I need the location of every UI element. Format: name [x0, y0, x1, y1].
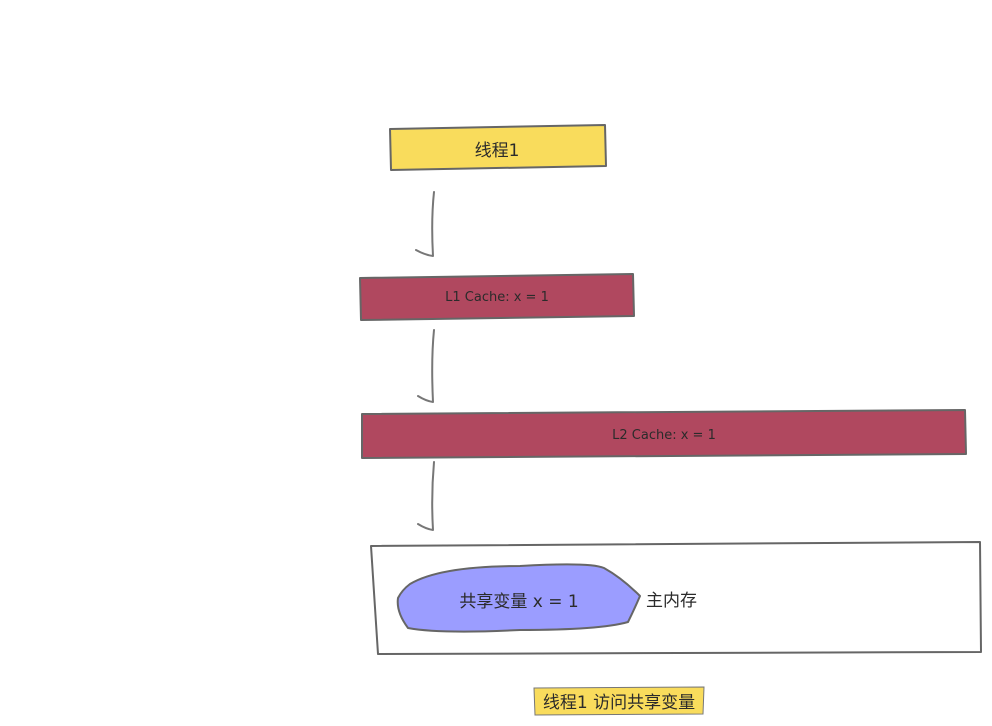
thread-label: 线程1 — [474, 140, 520, 161]
shared-variable-blob — [396, 563, 641, 633]
arrow-thread-to-l1 — [415, 191, 435, 257]
arrow-l2-to-memory — [417, 461, 435, 531]
l2-cache-label: L2 Cache: x = 1 — [612, 427, 716, 443]
l2-cache-box — [361, 409, 967, 459]
thread-box — [389, 124, 607, 171]
diagram-caption: 线程1 访问共享变量 — [542, 692, 696, 713]
caption-highlight — [533, 686, 705, 716]
shared-variable-label: 共享变量 x = 1 — [459, 591, 579, 612]
l1-cache-box — [359, 273, 635, 321]
main-memory-label: 主内存 — [646, 590, 697, 611]
l1-cache-label: L1 Cache: x = 1 — [445, 289, 549, 305]
arrow-l1-to-l2 — [417, 329, 435, 403]
